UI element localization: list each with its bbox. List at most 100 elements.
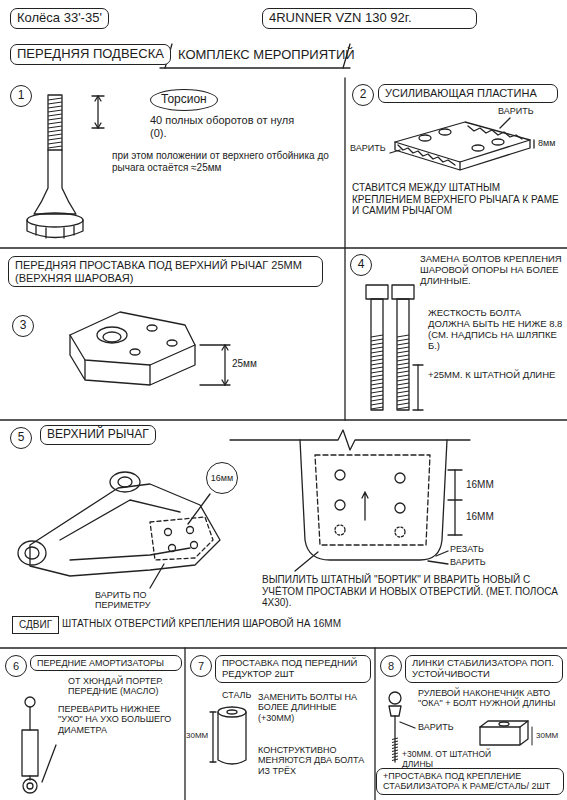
thread-stroke [397, 387, 409, 389]
thread-stroke [397, 407, 409, 409]
thread-stroke [371, 355, 383, 357]
node-text: ЛИНКИ СТАБИЛИЗАТОРА ПОП. УСТОЙЧИВОСТИ [412, 658, 556, 680]
part-title-box: ПЕРЕДНЯЯ ПРОСТАВКА ПОД ВЕРХНИЙ РЫЧАГ 25М… [8, 256, 323, 287]
section-title-box: ПЕРЕДНЯЯ ПОДВЕСКА [10, 44, 171, 65]
thread-stroke [371, 407, 383, 409]
node-text: Торсион [161, 93, 207, 107]
vehicle-box: 4RUNNER VZN 130 92г. [262, 8, 477, 29]
node-text: +ПРОСТАВКА ПОД КРЕПЛЕНИЕ СТАБИЛИЗАТОРА К… [383, 771, 557, 792]
thread-stroke [48, 146, 62, 148]
thread-stroke [397, 339, 409, 341]
thread-stroke [397, 383, 409, 385]
thread-stroke [48, 138, 62, 140]
thread-stroke [397, 379, 409, 381]
thread-stroke [48, 110, 62, 112]
thread-stroke [371, 335, 383, 337]
thread-stroke [397, 335, 409, 337]
thread-stroke [371, 391, 383, 393]
note-text: ВЫПИЛИТЬ ШТАТНЫЙ "БОРТИК" И ВВАРИТЬ НОВЫ… [262, 574, 560, 609]
note-text: при этом положении от верхнего отбойника… [112, 150, 337, 173]
thread-stroke [397, 371, 409, 373]
thread-stroke [371, 343, 383, 345]
thread-stroke [397, 391, 409, 393]
part-title-box: ЛИНКИ СТАБИЛИЗАТОРА ПОП. УСТОЙЧИВОСТИ [405, 655, 563, 683]
thread-stroke [48, 106, 62, 108]
weld-label: ВАРИТЬ ПО ПЕРИМЕТРУ [95, 590, 185, 611]
note-text: ОТ ХЮНДАЙ ПОРТЕР. ПЕРЕДНИЕ (МАСЛО) [68, 676, 182, 697]
callout-number: 7 [190, 655, 212, 677]
thread-stroke [371, 399, 383, 401]
thread-stroke [371, 367, 383, 369]
part-title-box: ПЕРЕДНИЕ АМОРТИЗАТОРЫ [30, 655, 182, 671]
callout-number: 8 [380, 655, 402, 677]
thread-stroke [392, 747, 398, 749]
thread-stroke [48, 130, 62, 132]
note-text: ЗАМЕНИТЬ БОЛТЫ НА БОЛЕЕ ДЛИННЫЕ (+30ММ) [258, 692, 372, 723]
material-label: СТАЛЬ [222, 690, 251, 700]
note-text: ЗАМЕНА БОЛТОВ КРЕПЛЕНИЯ ШАРОВОЙ ОПОРЫ НА… [420, 254, 562, 287]
part-title-box: ВЕРХНИЙ РЫЧАГ [40, 425, 156, 445]
thread-stroke [397, 355, 409, 357]
section-subtitle: КОМПЛЕКС МЕРОПРИЯТИЙ [178, 48, 355, 63]
thread-stroke [48, 118, 62, 120]
thread-stroke [397, 359, 409, 361]
node-text: УСИЛИВАЮЩАЯ ПЛАСТИНА [385, 87, 551, 100]
weld-label: ВАРИТЬ [350, 143, 386, 153]
part-title-box: ПРОСТАВКА ПОД ПЕРЕДНИЙ РЕДУКТОР 2ШТ [215, 655, 371, 683]
dimension-label: 16ММ [466, 511, 494, 523]
note-text: ЖЕСТКОСТЬ БОЛТА ДОЛЖНА БЫТЬ НЕ НИЖЕ 8.8 … [428, 308, 563, 352]
node-text: ПЕРЕДНЯЯ ПРОСТАВКА ПОД ВЕРХНИЙ РЫЧАГ 25М… [15, 259, 316, 284]
thread-stroke [392, 738, 398, 740]
dimension-label: +25ММ. К ШТАТНОЙ ДЛИНЕ [428, 370, 558, 381]
dimension-label: +30ММ. ОТ ШТАТНОЙ ДЛИНЫ [402, 750, 522, 770]
node-text: ВЕРХНИЙ РЫЧАГ [47, 428, 149, 442]
cut-label: РЕЗАТЬ [450, 544, 484, 554]
node-text: 2 [360, 88, 367, 102]
node-text: 8 [388, 660, 394, 673]
thread-stroke [397, 399, 409, 401]
thread-stroke [371, 351, 383, 353]
thread-stroke [397, 375, 409, 377]
callout-number: 3 [12, 315, 34, 337]
node-text: 7 [198, 660, 204, 673]
thread-stroke [371, 339, 383, 341]
thread-stroke [48, 134, 62, 136]
thread-stroke [371, 371, 383, 373]
thread-stroke [371, 347, 383, 349]
wheel-size-box: Колёса 33'-35' [10, 8, 109, 29]
thread-stroke [48, 102, 62, 104]
callout-number: 5 [10, 427, 32, 449]
weld-label: ВАРИТЬ [498, 106, 534, 116]
thread-stroke [392, 750, 398, 752]
thread-stroke [48, 142, 62, 144]
thread-stroke [371, 359, 383, 361]
thread-stroke [397, 351, 409, 353]
thread-stroke [392, 744, 398, 746]
thread-stroke [371, 395, 383, 397]
weld-label: ВАРИТЬ [418, 722, 454, 732]
note-text: ШТАТНЫХ ОТВЕРСТИЙ КРЕПЛЕНИЯ ШАРОВОЙ НА 1… [62, 618, 341, 630]
thread-stroke [371, 363, 383, 365]
dimension-label: 30ММ [536, 731, 558, 740]
note-text: ПЕРЕВАРИТЬ НИЖНЕЕ "УХО" НА УХО БОЛЬШЕГО … [58, 704, 183, 735]
thread-stroke [371, 383, 383, 385]
thread-stroke [392, 759, 398, 761]
callout-number: 6 [5, 655, 27, 677]
node-text: ПЕРЕДНИЕ АМОРТИЗАТОРЫ [37, 658, 175, 668]
thread-stroke [371, 375, 383, 377]
thread-stroke [392, 753, 398, 755]
thread-stroke [392, 741, 398, 743]
node-text: 3 [20, 319, 27, 333]
part-title-box: УСИЛИВАЮЩАЯ ПЛАСТИНА [378, 84, 558, 103]
dimension-circle: 16мм [206, 462, 238, 494]
note-text: 40 полных оборотов от нуля (0). [150, 114, 310, 139]
note-text: СТАВИТСЯ МЕЖДУ ШТАТНЫМ КРЕПЛЕНИЕМ ВЕРХНЕ… [352, 182, 562, 217]
node-text: 5 [18, 431, 25, 445]
callout-number: 2 [352, 84, 374, 106]
callout-number: 1 [10, 85, 32, 107]
thread-stroke [397, 395, 409, 397]
note-text: РУЛЕВОЙ НАКОНЕЧНИК АВТО "ОКА" + БОЛТ НУЖ… [418, 688, 564, 709]
thread-stroke [371, 387, 383, 389]
node-text: 6 [13, 660, 19, 673]
thread-stroke [397, 347, 409, 349]
